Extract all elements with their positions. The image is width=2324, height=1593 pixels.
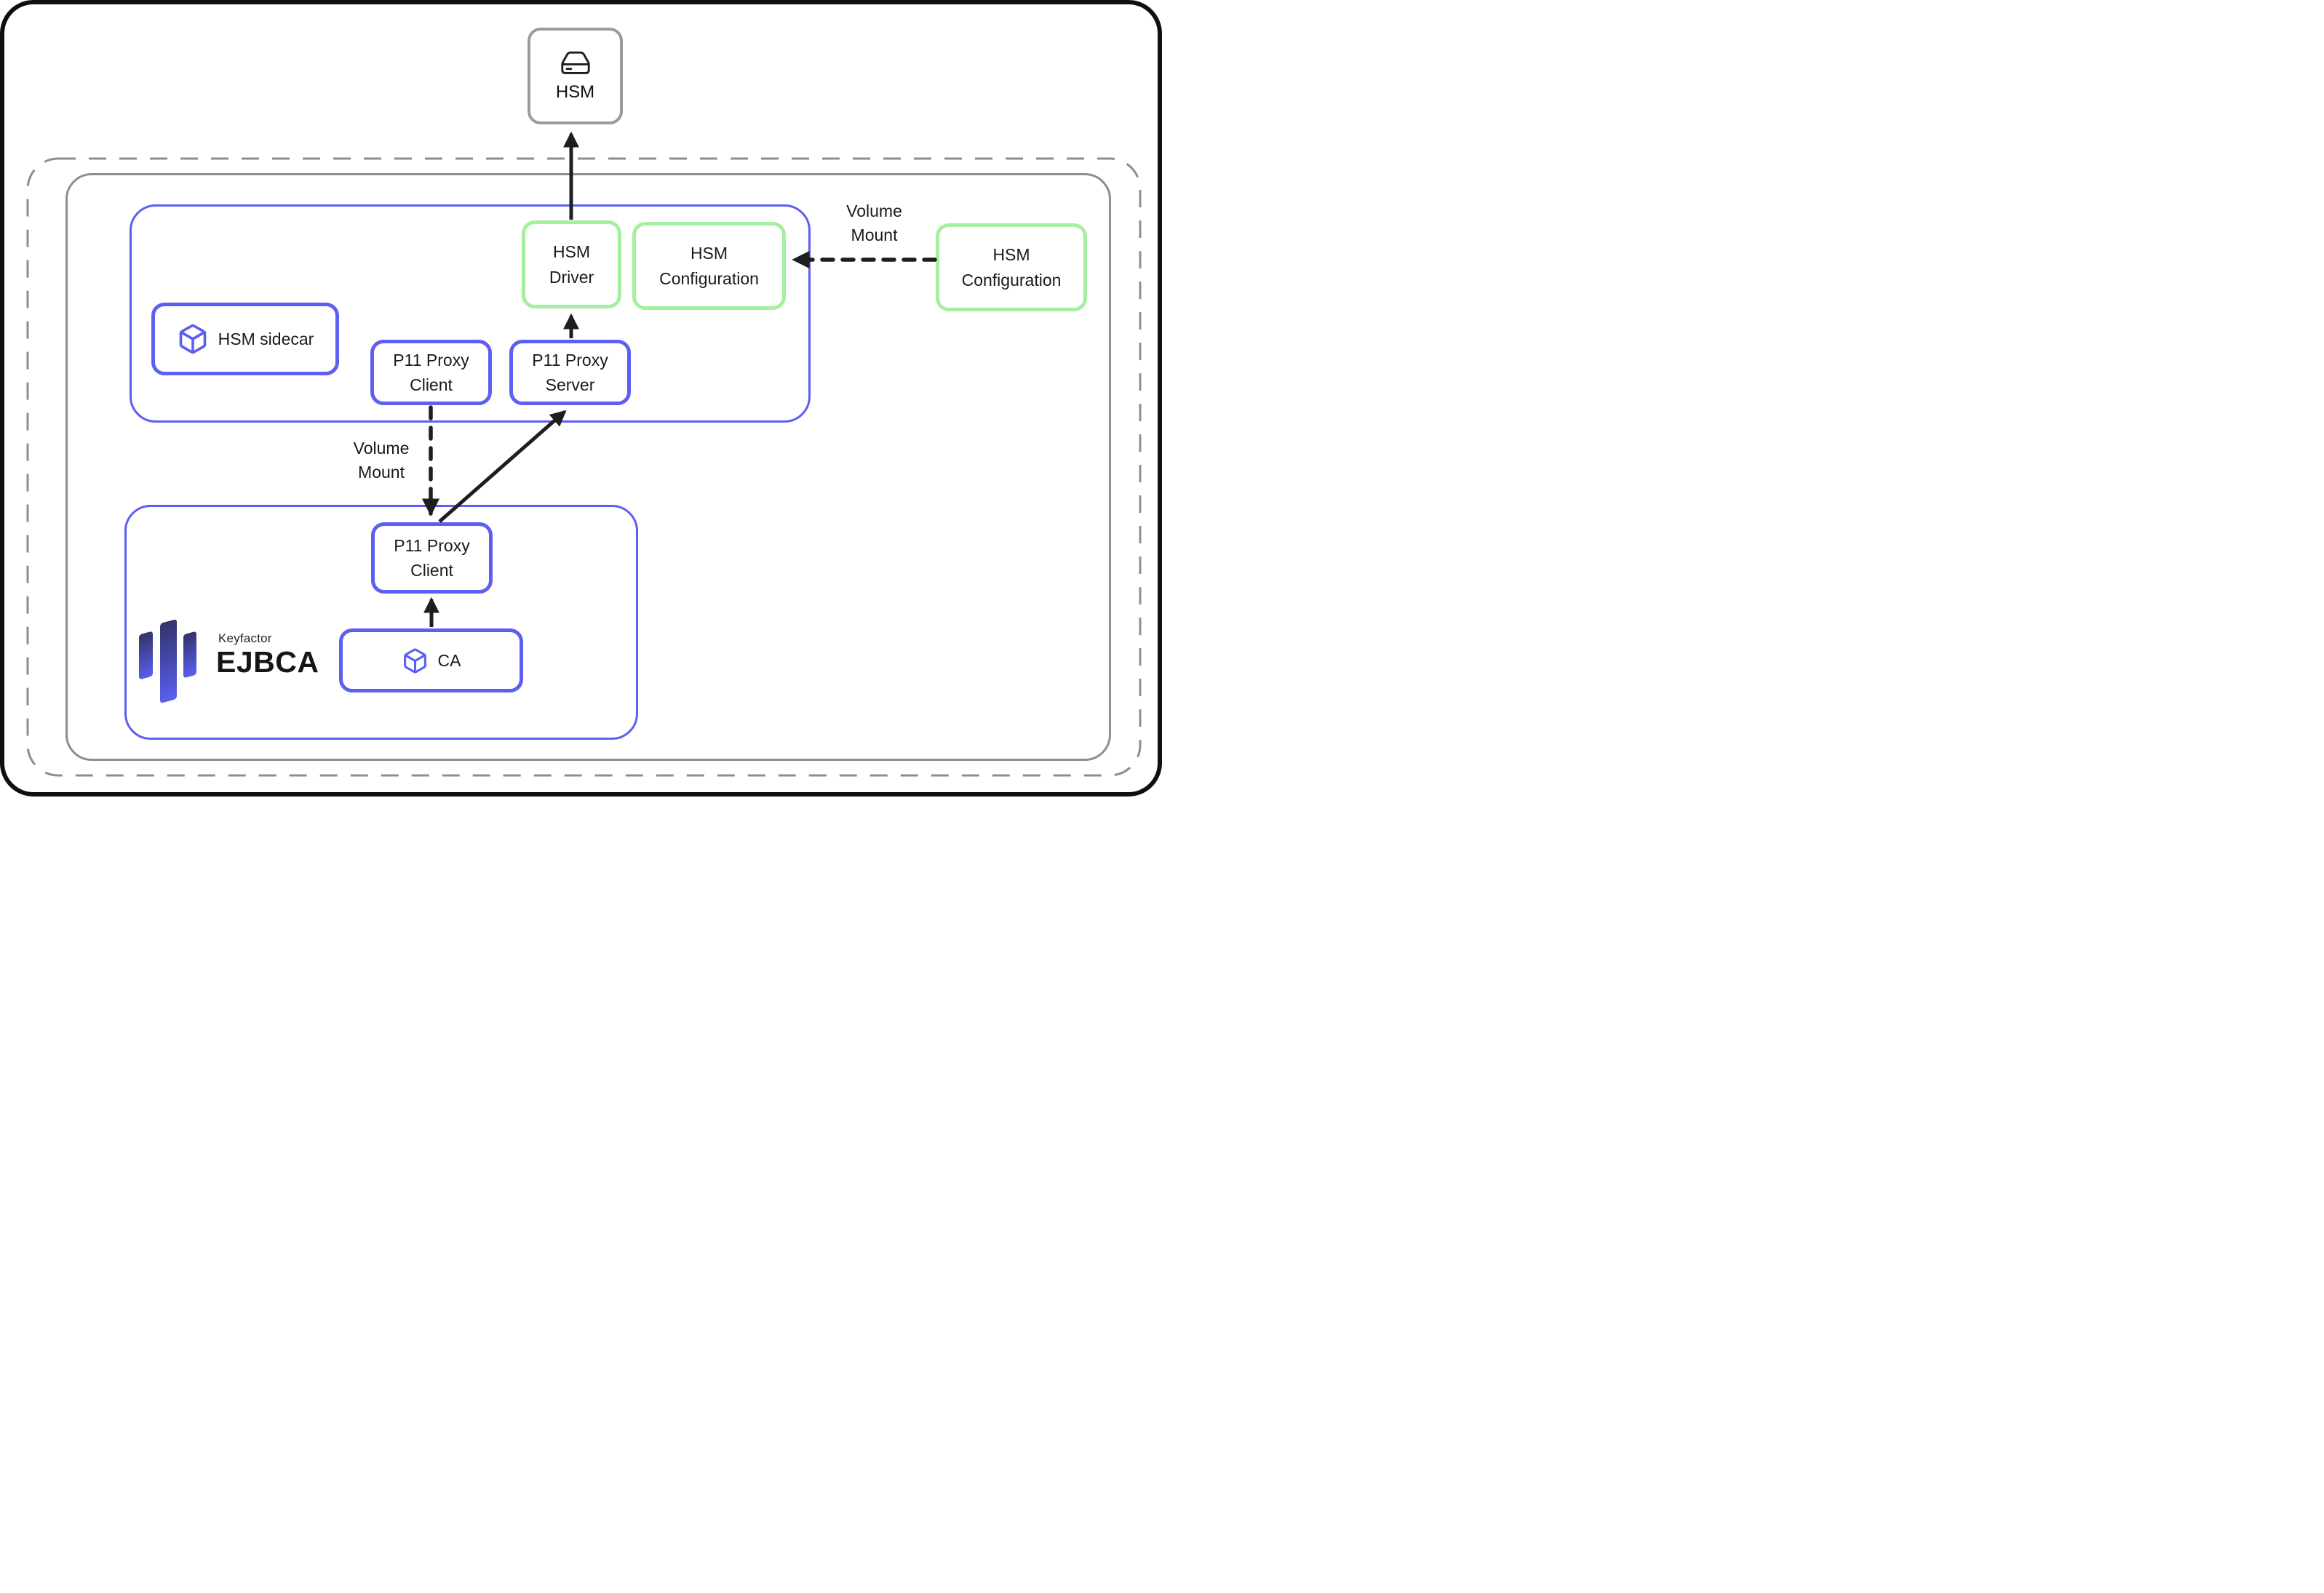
p11-proxy-client-sidecar-box: P11 Proxy Client [370, 340, 492, 405]
p11-proxy-server-line2: Server [545, 375, 595, 394]
logo-bar-right [183, 631, 196, 679]
ca-box: CA [339, 628, 523, 692]
hsm-driver-box: HSM Driver [522, 220, 621, 308]
p11-proxy-client-ejbca-line2: Client [410, 561, 453, 580]
hsm-configuration-sidecar-box: HSM Configuration [632, 222, 786, 310]
hard-drive-icon [560, 51, 590, 74]
volume-mount-config-line2: Mount [851, 225, 898, 245]
hsm-driver-line1: HSM [552, 242, 591, 261]
volume-mount-label-proxy: Volume Mount [334, 436, 429, 485]
volume-mount-config-line1: Volume [846, 201, 902, 220]
volume-mount-label-config: Volume Mount [825, 199, 923, 248]
p11-proxy-server-box: P11 Proxy Server [509, 340, 631, 405]
p11-proxy-client-sidecar-line2: Client [410, 375, 453, 394]
hsm-driver-line2: Driver [549, 267, 594, 287]
volume-mount-proxy-line2: Mount [358, 463, 405, 482]
keyfactor-brand-text: Keyfactor [218, 631, 272, 645]
volume-mount-proxy-line1: Volume [353, 439, 410, 458]
cube-icon [403, 648, 426, 674]
ejbca-product-text: EJBCA [216, 645, 319, 679]
p11-proxy-client-ejbca-line1: P11 Proxy [394, 535, 470, 555]
diagram-canvas: HSM HSM sidecar P11 Proxy Client P11 Pro… [0, 0, 1162, 796]
logo-bar-middle [160, 618, 177, 704]
hsm-configuration-sidecar-line2: Configuration [659, 268, 759, 288]
p11-proxy-client-sidecar-line1: P11 Proxy [393, 350, 469, 370]
logo-bar-left [139, 631, 153, 680]
hsm-configuration-external-box: HSM Configuration [936, 223, 1087, 311]
cube-icon [179, 324, 207, 354]
hsm-sidecar-badge: HSM sidecar [151, 303, 339, 375]
hsm-configuration-external-line2: Configuration [961, 270, 1062, 290]
p11-proxy-server-line1: P11 Proxy [532, 350, 608, 370]
ca-label: CA [437, 650, 461, 670]
hsm-sidecar-label: HSM sidecar [218, 329, 314, 348]
hsm-configuration-sidecar-line1: HSM [690, 244, 728, 263]
hsm-label: HSM [555, 82, 595, 102]
hsm-node: HSM [528, 28, 623, 124]
hsm-configuration-external-line1: HSM [992, 245, 1030, 264]
p11-proxy-client-ejbca-box: P11 Proxy Client [371, 522, 493, 594]
